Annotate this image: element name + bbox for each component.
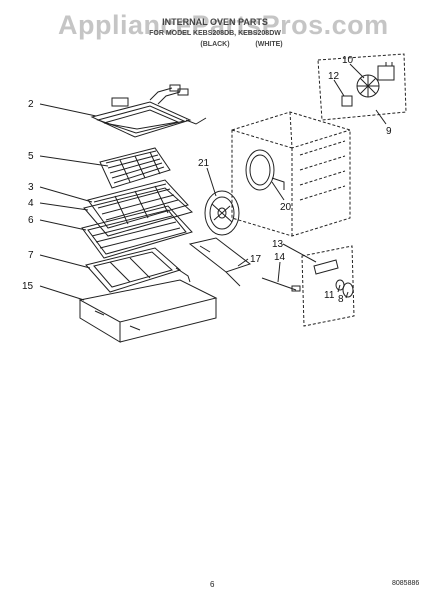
diagram-subtitle: FOR MODEL KEBS208DB, KEBS208DW — [149, 30, 281, 37]
leader-3 — [39, 186, 93, 203]
sensor-connector-drawing — [291, 285, 301, 292]
leader-9 — [375, 109, 387, 125]
page-number: 6 — [210, 580, 215, 589]
leader-12 — [333, 79, 345, 97]
bake-element-drawing — [85, 247, 191, 293]
callout-5: 5 — [28, 151, 34, 162]
variant-black-label: (BLACK) — [200, 41, 230, 48]
callout-12: 12 — [328, 71, 340, 82]
leader-15 — [39, 285, 85, 301]
callout-9: 9 — [386, 126, 392, 137]
diagram-title: INTERNAL OVEN PARTS — [162, 17, 268, 27]
leader-8 — [345, 291, 349, 299]
watermark-text: AppliancePartsPros.com — [58, 10, 389, 40]
leader-21 — [206, 167, 217, 197]
leader-20 — [271, 181, 285, 201]
leader-13 — [282, 243, 317, 263]
reference-code: 8085886 — [392, 580, 420, 587]
callout-8: 8 — [338, 294, 344, 305]
callout-10: 10 — [342, 55, 354, 66]
broil-pan-insert-drawing — [81, 205, 193, 259]
leader-7 — [39, 254, 91, 269]
callout-11: 11 — [324, 290, 335, 301]
leader-10 — [349, 63, 365, 79]
oven-sensor-drawing — [261, 277, 297, 291]
callout-6: 6 — [28, 215, 34, 226]
broil-pan-drawing — [78, 279, 218, 343]
leader-2 — [39, 103, 97, 117]
leader-6 — [39, 219, 87, 231]
oven-rack-top-drawing — [99, 147, 171, 189]
callout-21: 21 — [198, 158, 210, 169]
variant-white-label: (WHITE) — [255, 41, 283, 48]
leader-11 — [337, 284, 341, 293]
callout-15: 15 — [22, 281, 34, 292]
leader-4 — [39, 202, 89, 211]
convection-fan-drawing — [204, 190, 240, 236]
broil-element-drawing — [90, 84, 207, 138]
callout-2: 2 — [28, 99, 34, 110]
motor-inset-drawing — [317, 53, 407, 121]
element-bracket-drawing — [188, 237, 252, 287]
callout-7: 7 — [28, 250, 34, 261]
leader-17 — [237, 258, 249, 267]
light-assembly-inset-drawing — [301, 245, 355, 327]
callout-14: 14 — [274, 252, 286, 263]
convection-element-drawing — [245, 149, 285, 191]
callout-17: 17 — [250, 254, 262, 265]
callout-3: 3 — [28, 182, 34, 193]
callout-20: 20 — [280, 202, 292, 213]
oven-cavity-drawing — [231, 111, 351, 237]
callout-4: 4 — [28, 198, 34, 209]
oven-rack-drawing — [87, 179, 189, 229]
leader-14 — [277, 261, 281, 283]
leader-5 — [39, 155, 109, 167]
callout-13: 13 — [272, 239, 284, 250]
